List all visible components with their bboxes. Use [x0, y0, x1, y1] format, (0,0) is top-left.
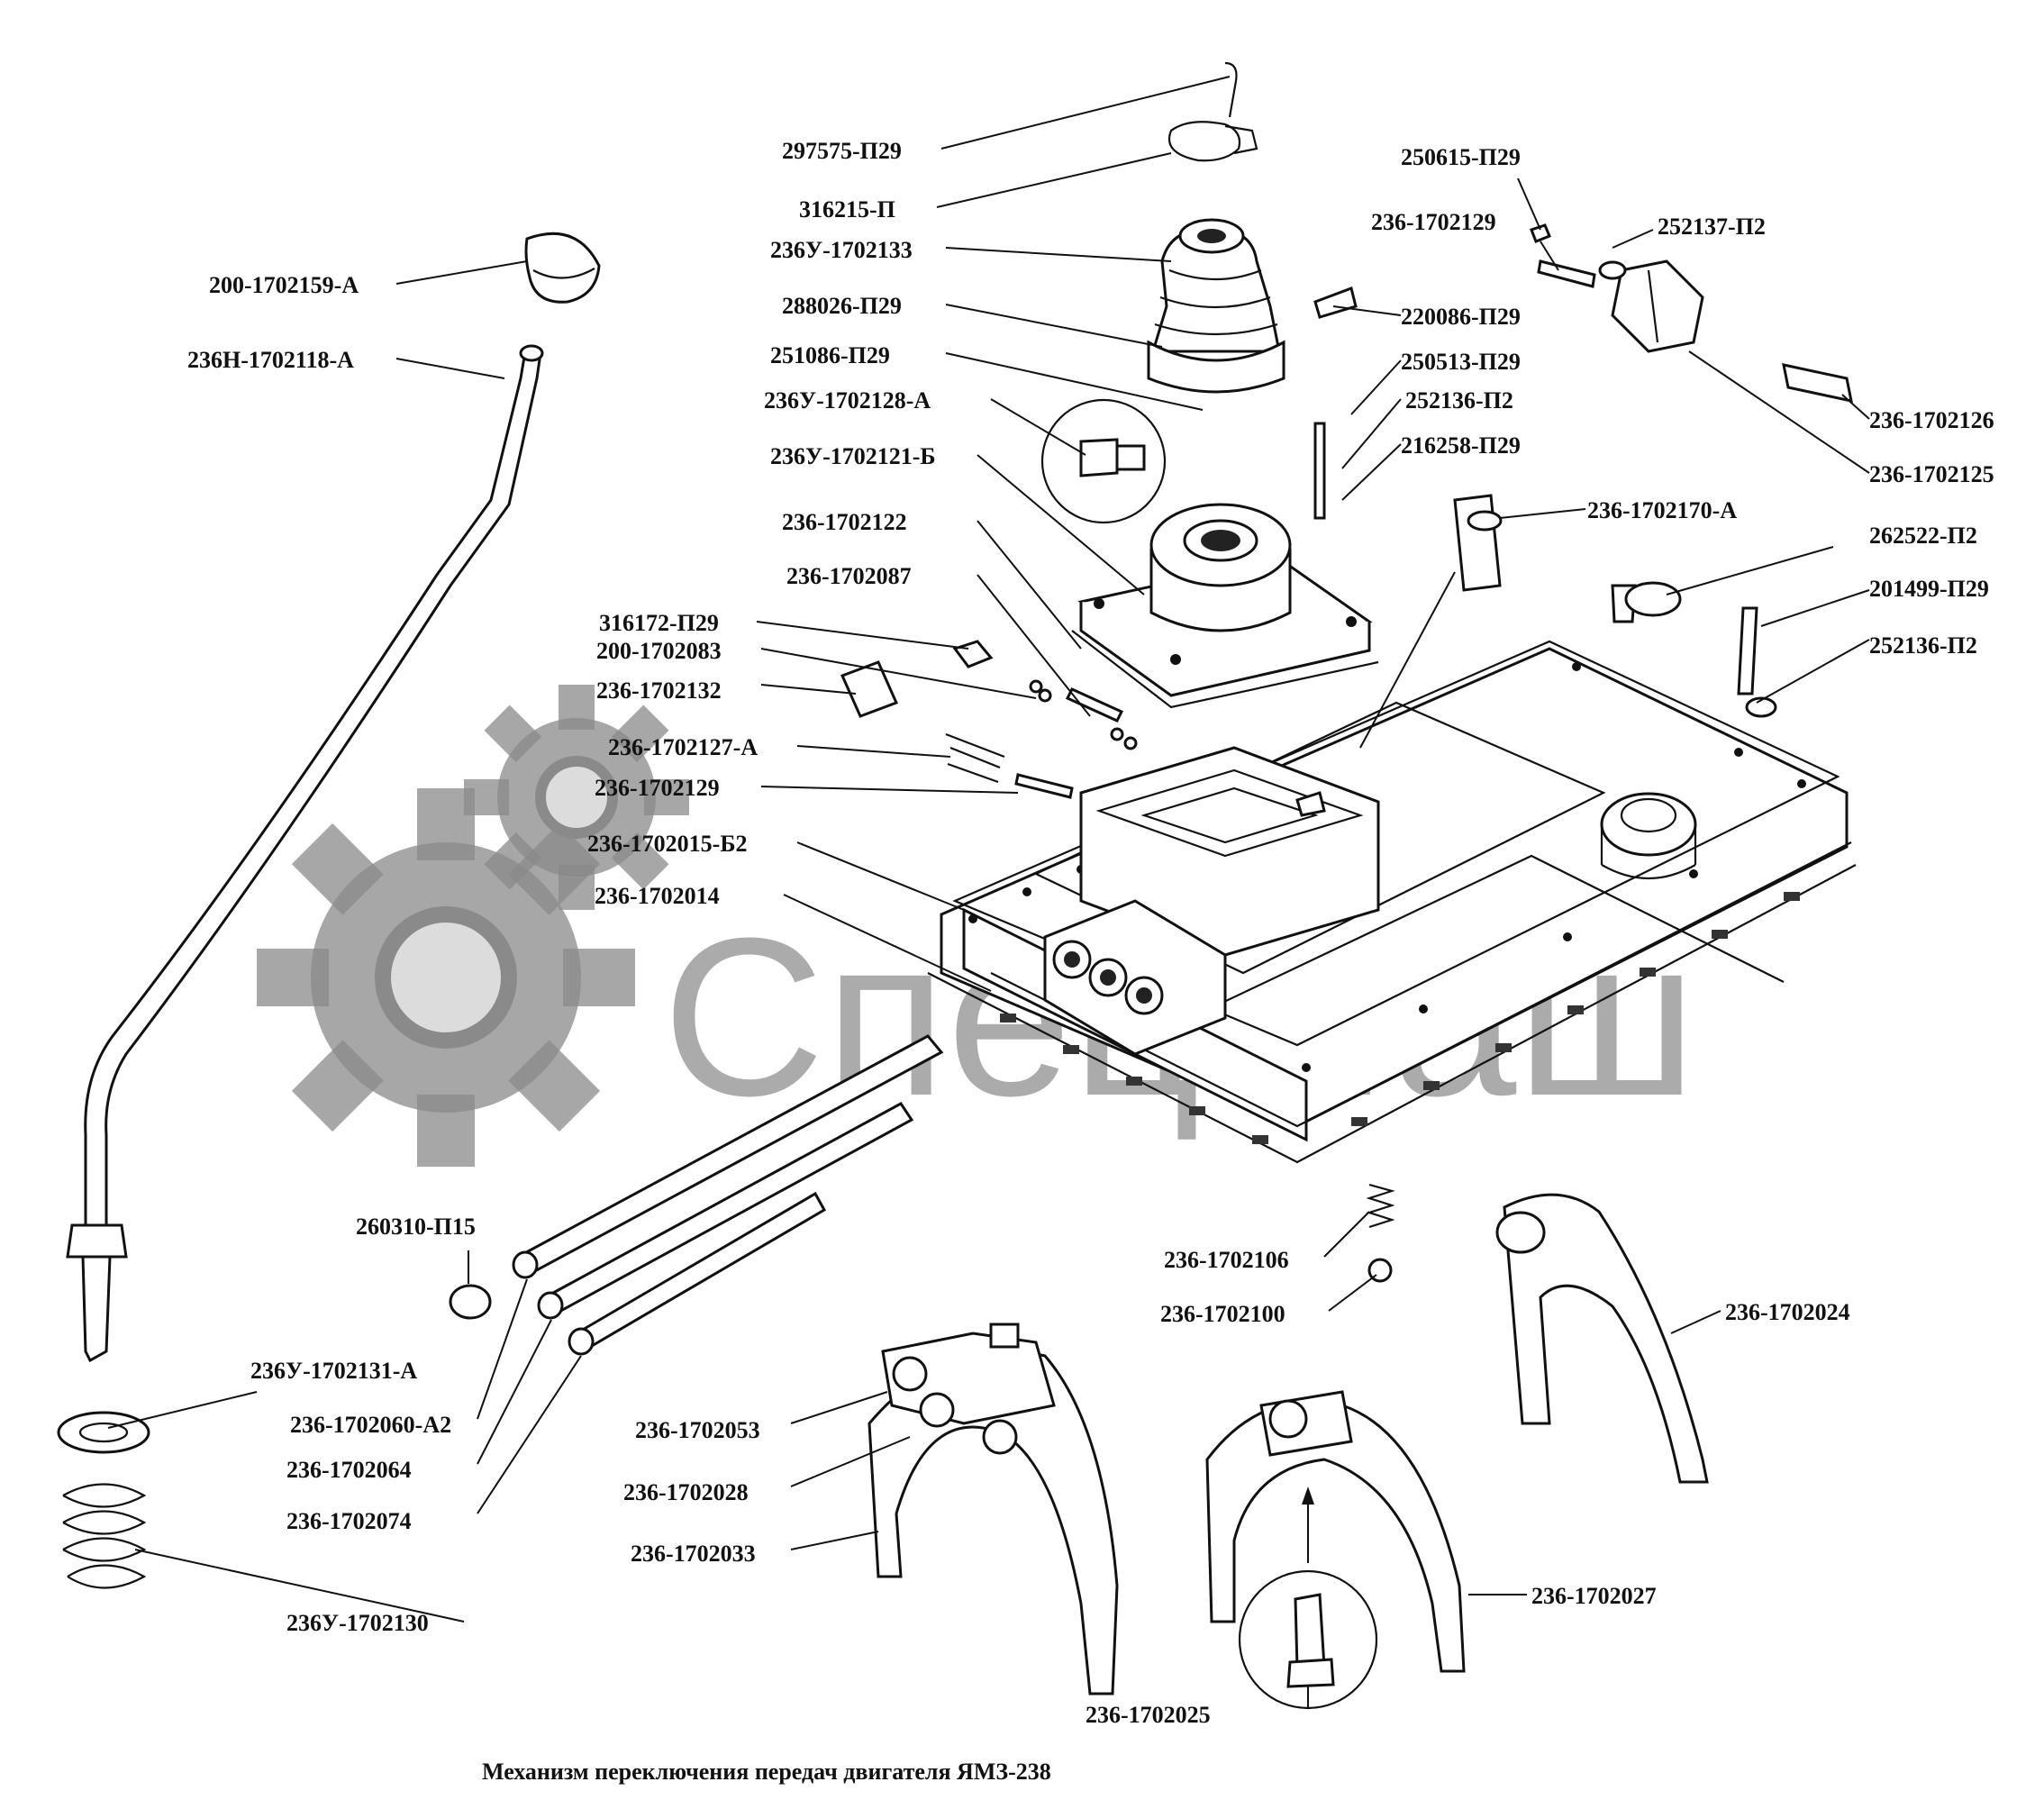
label-236-1702025: 236-1702025	[1086, 1702, 1211, 1728]
label-252137-p2: 252137-П2	[1658, 214, 1766, 240]
label-236-1702053: 236-1702053	[635, 1417, 760, 1443]
label-200-1702083: 200-1702083	[596, 638, 722, 664]
leader-lines	[107, 76, 1870, 1707]
label-250513-p29: 250513-П29	[1401, 349, 1521, 375]
label-297575-p29: 297575-П29	[782, 138, 902, 164]
label-200-1702159-a: 200-1702159-А	[209, 272, 359, 298]
label-236-1702060-a2: 236-1702060-А2	[290, 1412, 451, 1438]
label-236-1702087: 236-1702087	[786, 563, 912, 589]
label-236-1702127-a: 236-1702127-А	[608, 734, 758, 760]
label-250615-p29: 250615-П29	[1401, 144, 1521, 170]
part-labels: 297575-П29 316215-П 236У-1702133 288026-…	[187, 138, 1994, 1728]
label-236u-1702121-b: 236У-1702121-Б	[770, 443, 936, 469]
shift-forks	[868, 1183, 1709, 1710]
label-236-1702126: 236-1702126	[1869, 407, 1994, 433]
label-236-1702170-a: 236-1702170-А	[1587, 497, 1737, 523]
label-288026-p29: 288026-П29	[782, 293, 902, 319]
label-236u-1702131-a: 236У-1702131-А	[250, 1358, 417, 1384]
label-251086-p29: 251086-П29	[770, 342, 890, 368]
label-236-1702129-left: 236-1702129	[595, 775, 720, 801]
label-316215-p: 316215-П	[799, 196, 895, 223]
label-236-1702074: 236-1702074	[286, 1508, 412, 1534]
label-236n-1702118-a: 236Н-1702118-А	[187, 347, 354, 373]
label-236-1702106: 236-1702106	[1164, 1247, 1289, 1273]
label-220086-p29: 220086-П29	[1401, 304, 1521, 330]
shift-rails	[449, 1034, 944, 1356]
detent-hardware	[840, 223, 1853, 817]
label-236-1702125: 236-1702125	[1869, 461, 1994, 487]
label-236-1702100: 236-1702100	[1160, 1301, 1285, 1327]
diagram-caption: Механизм переключения передач двигателя …	[482, 1759, 1051, 1785]
label-236-1702015-b2: 236-1702015-Б2	[587, 831, 748, 857]
label-316172-p29: 316172-П29	[599, 610, 719, 636]
label-236u-1702128-a: 236У-1702128-А	[764, 387, 931, 414]
label-236-1702014: 236-1702014	[595, 883, 720, 909]
label-260310-p15: 260310-П15	[356, 1214, 476, 1240]
gear-lever-boot-assembly	[1040, 61, 1379, 709]
gear-lever	[57, 232, 601, 1589]
label-236-1702024: 236-1702024	[1725, 1299, 1850, 1325]
label-252136-p2-upper: 252136-П2	[1405, 387, 1513, 414]
label-252136-p2-lower: 252136-П2	[1869, 632, 1977, 659]
label-236-1702027: 236-1702027	[1531, 1583, 1657, 1609]
label-236-1702033: 236-1702033	[631, 1541, 756, 1567]
label-236u-1702130: 236У-1702130	[286, 1610, 429, 1636]
label-262522-p2: 262522-П2	[1869, 523, 1977, 549]
label-236-1702064: 236-1702064	[286, 1457, 412, 1483]
label-236-1702122: 236-1702122	[782, 509, 907, 535]
label-236u-1702133: 236У-1702133	[770, 237, 913, 263]
label-236-1702132: 236-1702132	[596, 677, 722, 704]
label-236-1702129-right: 236-1702129	[1371, 209, 1496, 235]
label-201499-p29: 201499-П29	[1869, 576, 1989, 602]
label-236-1702028: 236-1702028	[623, 1479, 749, 1505]
label-216258-p29: 216258-П29	[1401, 432, 1521, 459]
gasket-hatching	[1000, 892, 1800, 1144]
gear-logo	[257, 685, 689, 1167]
